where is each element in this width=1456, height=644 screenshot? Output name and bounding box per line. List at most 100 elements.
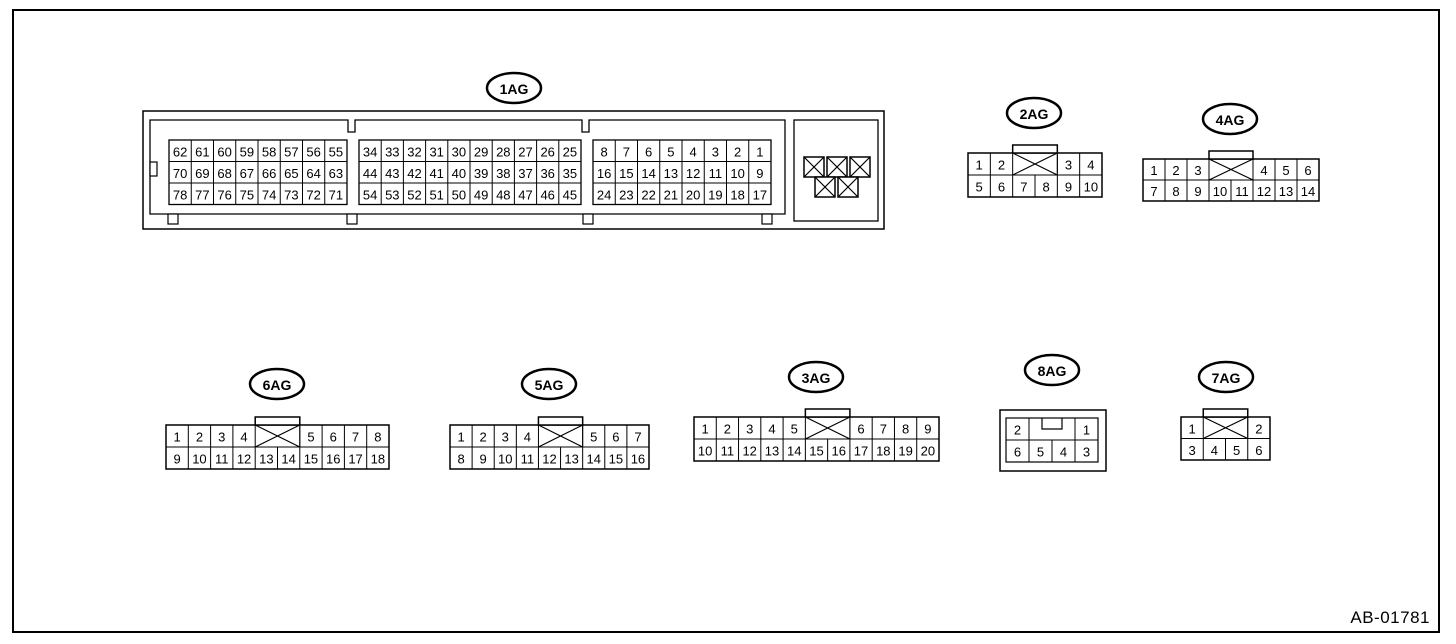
- blocked-cavity-mark: [1012, 152, 1058, 176]
- pin-number: 1: [1189, 421, 1196, 436]
- pin-number: 8: [1172, 184, 1179, 199]
- pin-number: 14: [586, 452, 600, 467]
- pin-number: 9: [1065, 180, 1072, 195]
- pin-number: 46: [540, 187, 554, 202]
- pin-number: 16: [326, 452, 340, 467]
- pin-number: 5: [667, 144, 674, 159]
- pin-number: 57: [284, 144, 298, 159]
- pin-number: 10: [1084, 180, 1098, 195]
- pin-number: 43: [385, 166, 399, 181]
- connector-latch: [1208, 150, 1254, 160]
- pin-number: 67: [240, 166, 254, 181]
- pin-number: 77: [195, 187, 209, 202]
- pin-number: 13: [765, 444, 779, 459]
- pin-number: 9: [924, 422, 931, 437]
- connector-label-oval: [787, 360, 845, 394]
- pin-number: 38: [496, 166, 510, 181]
- pin-number: 74: [262, 187, 276, 202]
- pin-number: 6: [612, 430, 619, 445]
- pin-number: 10: [698, 444, 712, 459]
- pin-number: 11: [709, 166, 723, 181]
- blocked-cavity-mark: [837, 176, 859, 198]
- pin-number: 7: [352, 430, 359, 445]
- pin-number: 1: [702, 422, 709, 437]
- pin-number: 3: [712, 144, 719, 159]
- connector-label: 7AG: [1212, 370, 1241, 386]
- pin-number: 63: [329, 166, 343, 181]
- pin-number: 9: [174, 452, 181, 467]
- pin-number: 21: [664, 187, 678, 202]
- pin-number: 61: [195, 144, 209, 159]
- pin-number: 13: [564, 452, 578, 467]
- pin-number: 14: [1301, 184, 1315, 199]
- pin-number: 19: [898, 444, 912, 459]
- pin-number: 4: [1211, 443, 1218, 458]
- pin-number: 78: [173, 187, 187, 202]
- pin-number: 30: [452, 144, 466, 159]
- pin-number: 3: [502, 430, 509, 445]
- pin-number: 7: [634, 430, 641, 445]
- pin-number: 2: [998, 158, 1005, 173]
- connector-label: 5AG: [535, 377, 564, 393]
- pin-number: 8: [902, 422, 909, 437]
- pin-number: 7: [1150, 184, 1157, 199]
- pin-number: 5: [1282, 163, 1289, 178]
- pin-number: 47: [518, 187, 532, 202]
- pin-number: 39: [474, 166, 488, 181]
- connector-latch: [537, 416, 584, 426]
- pin-number: 54: [363, 187, 377, 202]
- pin-number: 17: [348, 452, 362, 467]
- pin-number: 2: [196, 430, 203, 445]
- housing-notch: [149, 161, 158, 177]
- pin-number: 8: [374, 430, 381, 445]
- connector-latch: [1011, 144, 1059, 154]
- connector-badge-3AG: 3AG: [787, 360, 845, 394]
- pin-number: 8: [457, 452, 464, 467]
- pin-number: 50: [452, 187, 466, 202]
- connector-label: 1AG: [500, 81, 529, 97]
- blocked-cavity-mark: [1208, 158, 1254, 181]
- pin-number: 73: [284, 187, 298, 202]
- housing-foot: [167, 213, 179, 225]
- pin-number: 3: [218, 430, 225, 445]
- pin-number: 55: [329, 144, 343, 159]
- pin-number: 10: [192, 452, 206, 467]
- pin-number: 25: [563, 144, 577, 159]
- pin-number: 23: [619, 187, 633, 202]
- connector-label-oval: [1197, 360, 1255, 394]
- connector-badge-6AG: 6AG: [248, 367, 306, 401]
- connector-key: [1041, 418, 1063, 430]
- connector-latch: [804, 408, 851, 418]
- pin-number: 4: [1260, 163, 1267, 178]
- connector-label: 2AG: [1020, 106, 1049, 122]
- pin-number: 65: [284, 166, 298, 181]
- pin-number: 14: [641, 166, 655, 181]
- connector-badge-4AG: 4AG: [1201, 102, 1259, 136]
- pin-number: 70: [173, 166, 187, 181]
- pin-number: 4: [1060, 445, 1067, 460]
- pin-number: 71: [329, 187, 343, 202]
- pin-number: 35: [563, 166, 577, 181]
- connector-label-oval: [485, 71, 543, 105]
- connector-label: 3AG: [802, 370, 831, 386]
- pin-number: 11: [721, 444, 735, 459]
- pin-number: 7: [623, 144, 630, 159]
- pin-number: 16: [832, 444, 846, 459]
- pin-number: 7: [1020, 180, 1027, 195]
- pin-number: 20: [921, 444, 935, 459]
- pin-number: 6: [1304, 163, 1311, 178]
- pin-number: 69: [195, 166, 209, 181]
- pin-number: 11: [215, 452, 229, 467]
- pin-number: 75: [240, 187, 254, 202]
- pin-number: 40: [452, 166, 466, 181]
- pin-number: 10: [498, 452, 512, 467]
- pin-number: 9: [480, 452, 487, 467]
- pin-number: 6: [1255, 443, 1262, 458]
- pin-number: 1: [457, 430, 464, 445]
